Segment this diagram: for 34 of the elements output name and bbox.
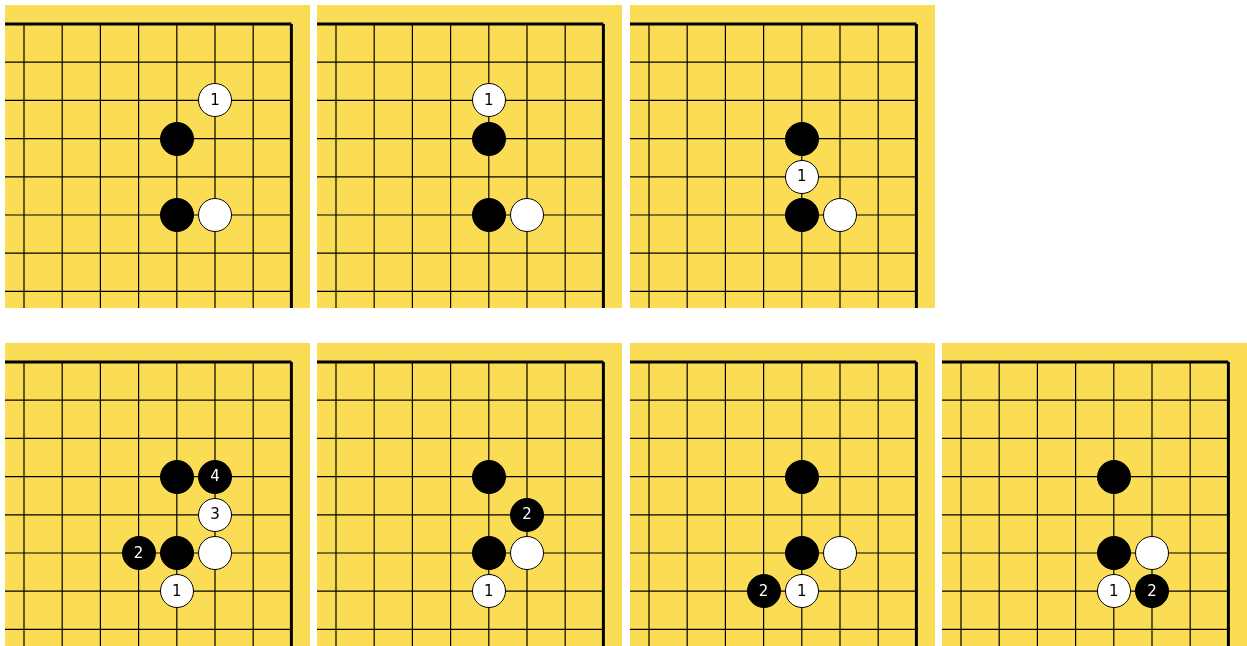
go-stone: 1 <box>784 159 819 194</box>
go-stone: 2 <box>746 574 781 609</box>
go-stone: 1 <box>784 574 819 609</box>
go-stone: 1 <box>471 574 506 609</box>
go-stone: 1 <box>1096 574 1131 609</box>
go-stone <box>823 536 857 570</box>
go-stone <box>784 121 819 156</box>
go-stone <box>784 536 819 570</box>
go-stone: 3 <box>198 497 232 532</box>
go-stone: 2 <box>1135 574 1169 609</box>
go-stone <box>198 536 232 570</box>
go-stone: 1 <box>198 83 232 118</box>
go-stone <box>159 198 194 232</box>
go-stone <box>471 121 506 156</box>
go-stone <box>1096 459 1131 494</box>
go-stone <box>1135 536 1169 570</box>
go-stone <box>159 536 194 570</box>
go-stone: 4 <box>198 459 232 494</box>
go-stone <box>784 459 819 494</box>
go-stone <box>471 459 506 494</box>
go-stone <box>159 459 194 494</box>
go-stone: 1 <box>471 83 506 118</box>
go-stone <box>1096 536 1131 570</box>
go-stone <box>784 198 819 232</box>
go-stone: 1 <box>159 574 194 609</box>
go-stone <box>823 198 857 232</box>
go-stone <box>471 198 506 232</box>
go-stone <box>159 121 194 156</box>
go-stone <box>471 536 506 570</box>
go-stone <box>198 198 232 232</box>
go-stone: 2 <box>510 497 544 532</box>
go-stone <box>510 198 544 232</box>
go-stone <box>510 536 544 570</box>
go-stone: 2 <box>121 536 156 570</box>
